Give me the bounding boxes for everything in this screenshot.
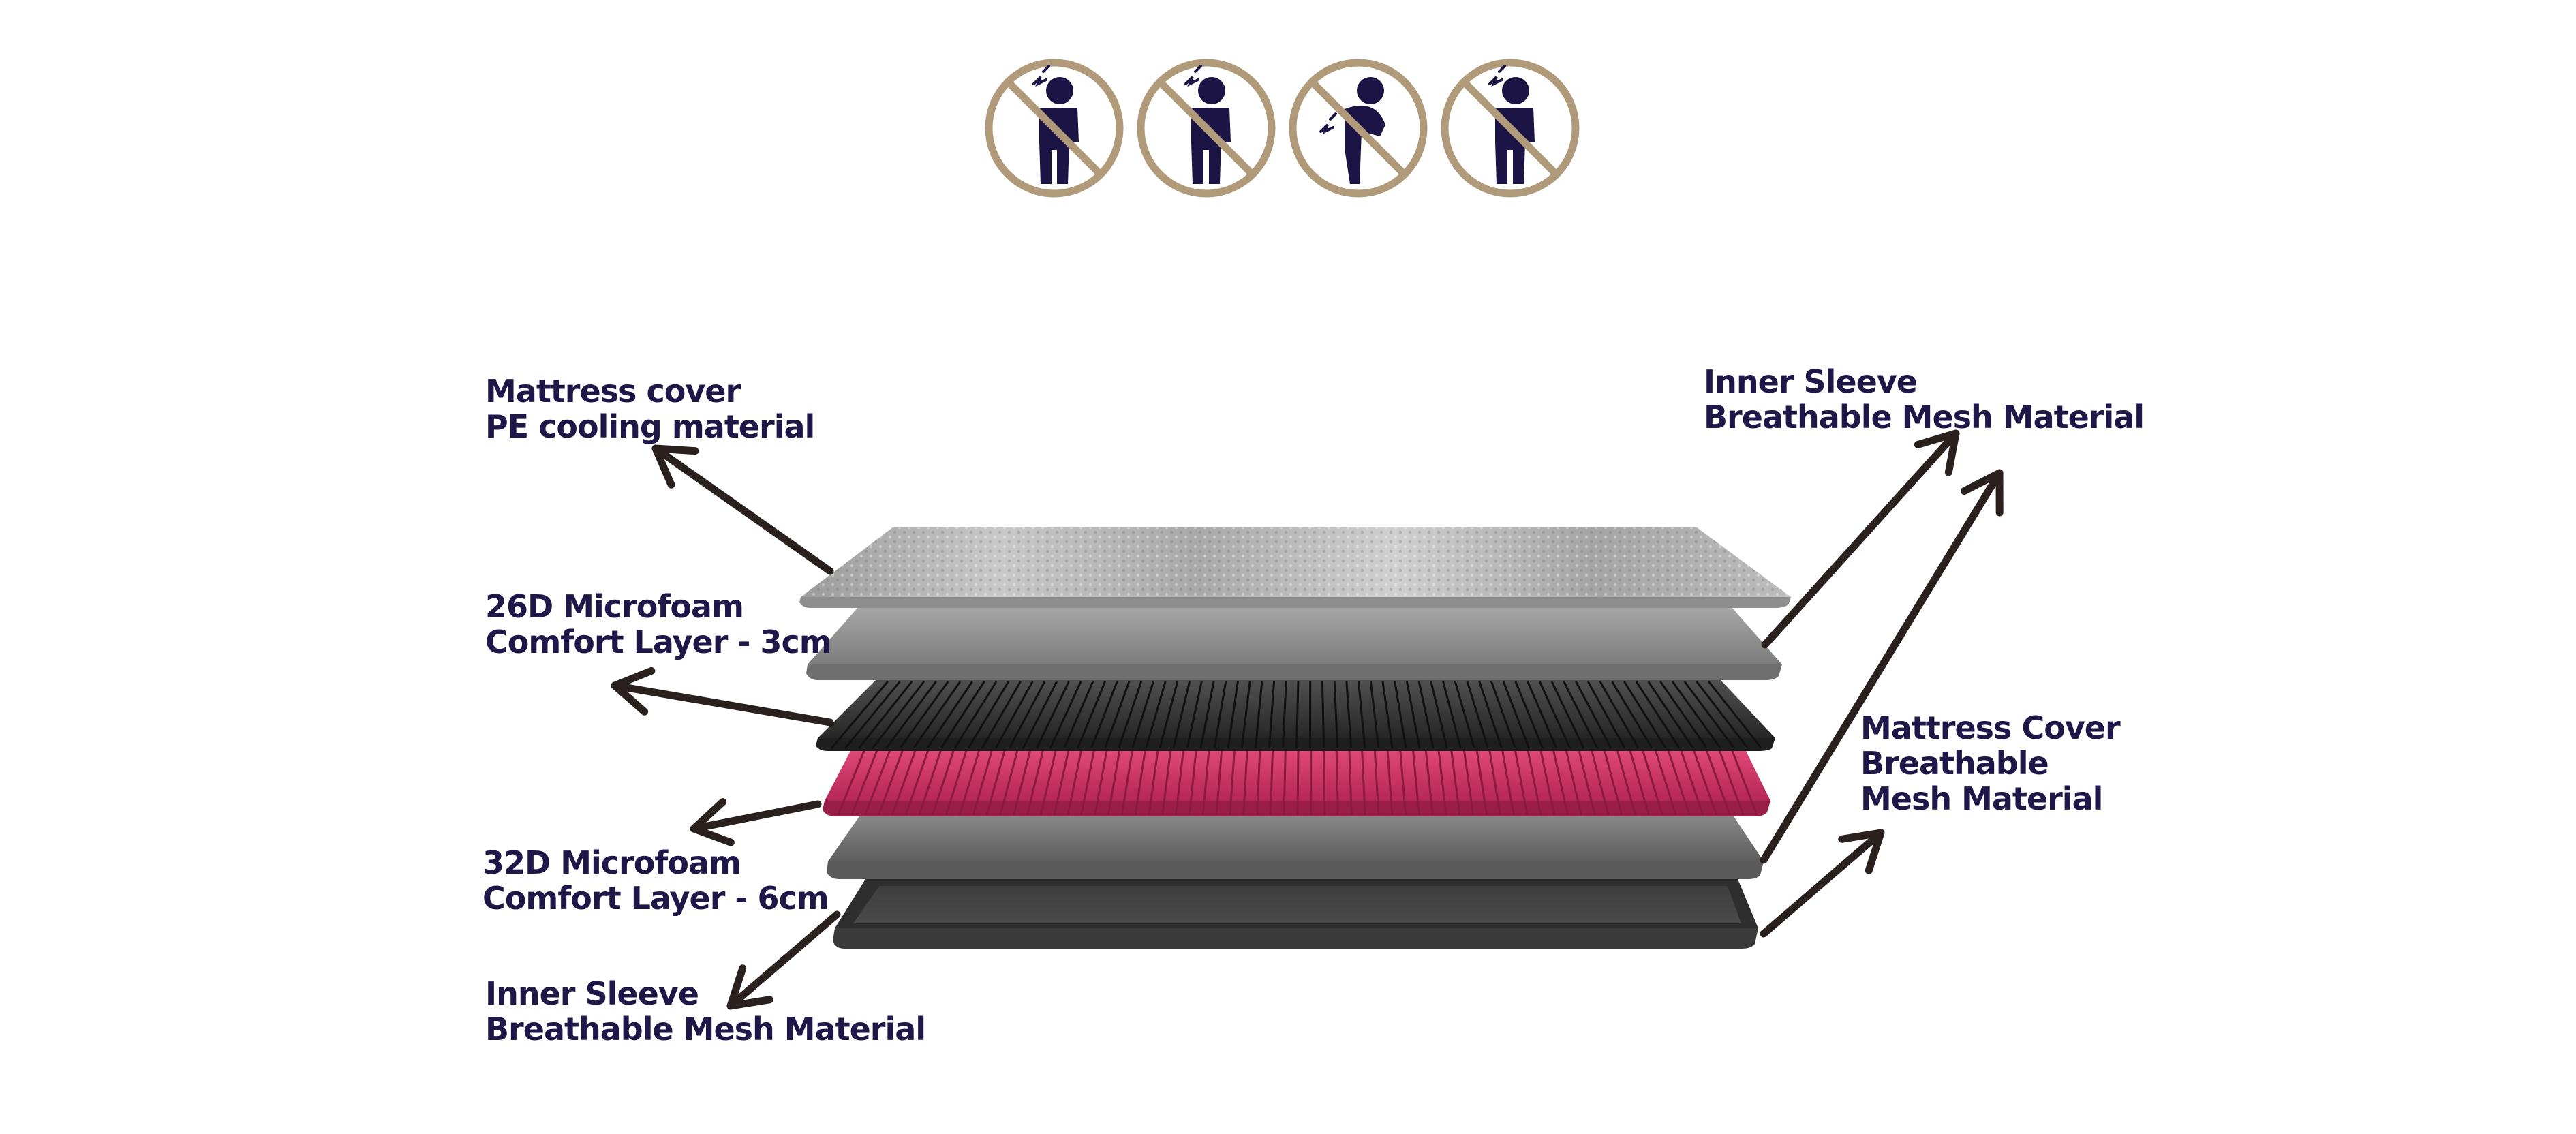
layer-grey-sleeve (827, 812, 1764, 879)
arrow-mattress-cover-pe (651, 444, 834, 575)
arrow-inner-sleeve-left (726, 910, 841, 1010)
arrow-inner-sleeve-top (1761, 429, 1960, 649)
arrow-26d-microfoam (611, 666, 834, 726)
label-26d-microfoam: 26D Microfoam Comfort Layer - 3cm (485, 588, 832, 660)
layer-inner-sleeve (806, 607, 1782, 680)
no-chest-pain-icon (1441, 59, 1580, 198)
label-inner-sleeve-left: Inner Sleeve Breathable Mesh Material (485, 975, 926, 1047)
arrow-inner-sleeve-lower (1760, 469, 2004, 864)
label-mattress-cover-mesh: Mattress Cover Breathable Mesh Material (1860, 709, 2121, 817)
pain-relief-icons (985, 59, 1580, 198)
layer-pe-cover (799, 527, 1791, 608)
arrow-32d-microfoam (690, 798, 822, 846)
layer-32d-microfoam (823, 748, 1770, 816)
label-inner-sleeve-right: Inner Sleeve Breathable Mesh Material (1704, 363, 2145, 435)
callout-arrows (611, 429, 2004, 1010)
layer-bottom-cover (833, 879, 1758, 949)
layer-26d-microfoam (816, 680, 1775, 751)
no-shoulder-pain-icon (1137, 59, 1276, 198)
arrow-mattress-cover-mesh (1760, 829, 1885, 938)
no-neck-pain-icon (985, 59, 1124, 198)
mattress-stack (799, 527, 1791, 949)
label-32d-microfoam: 32D Microfoam Comfort Layer - 6cm (482, 844, 829, 917)
no-back-pain-icon (1289, 59, 1428, 198)
label-mattress-cover-pe: Mattress cover PE cooling material (485, 373, 815, 445)
